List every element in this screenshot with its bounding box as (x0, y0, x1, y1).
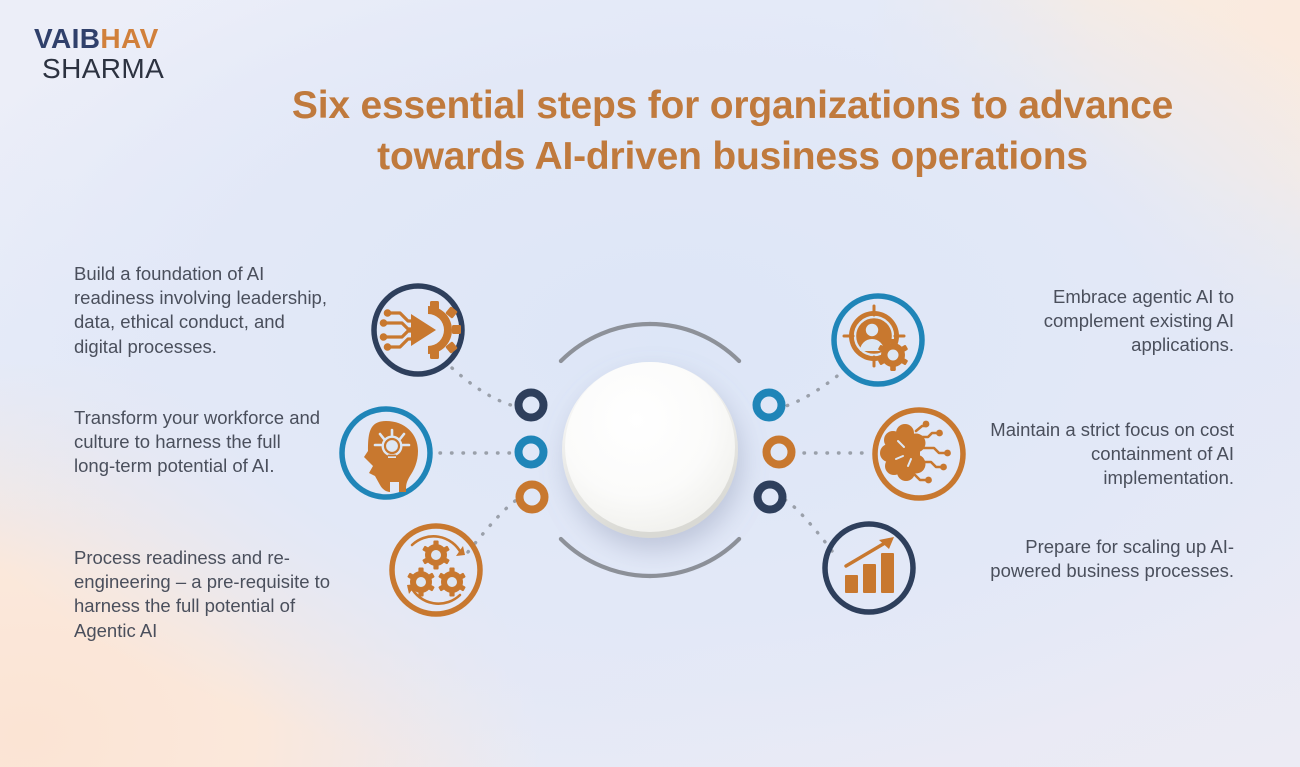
gears-cycle-icon (407, 535, 466, 605)
node-step-4 (752, 388, 786, 422)
node-step-6 (753, 480, 787, 514)
logo-text-vaib: VAIB (34, 23, 101, 54)
page-title-line-1: Six essential steps for organizations to… (291, 84, 1174, 127)
connector-step-3 (466, 497, 520, 554)
head-lightbulb-icon (364, 421, 418, 492)
growth-bar-chart-icon (844, 537, 894, 593)
caption-step-4: Embrace agentic AI to complement existin… (1043, 286, 1234, 356)
caption-step-5: Maintain a strict focus on cost containm… (990, 419, 1234, 489)
node-step-3 (515, 480, 549, 514)
icon-circle-step-1[interactable] (371, 283, 465, 377)
icon-circle-step-3[interactable] (389, 523, 483, 617)
caption-step-2: Transform your workforce and culture to … (74, 407, 321, 477)
center-hub (562, 362, 738, 538)
logo-text-hav: HAV (100, 23, 159, 54)
icon-circle-step-4[interactable] (831, 293, 925, 387)
node-step-1 (514, 388, 548, 422)
caption-step-1: Build a foundation of AI readiness invol… (74, 263, 327, 357)
icon-circle-step-6[interactable] (822, 521, 916, 615)
circuit-gear-icon (379, 301, 461, 359)
connector-step-1 (450, 366, 516, 408)
logo-line-one: VAIBHAV (34, 23, 159, 54)
brand-logo: VAIBHAV SHARMA (34, 24, 164, 83)
logo-text-sharma: SHARMA (42, 52, 165, 84)
target-person-gear-icon (842, 304, 908, 371)
caption-step-3: Process readiness and re-engineering – a… (74, 547, 331, 641)
icon-circle-step-2[interactable] (339, 406, 433, 500)
connector-step-4 (784, 367, 848, 408)
brain-circuit-icon (880, 420, 951, 484)
page-title-line-2: towards AI-driven business operations (377, 135, 1088, 179)
page-title: Six essential steps for organizations to… (215, 80, 1250, 183)
outer-orbit-ring (558, 321, 742, 579)
orbit-nodes (514, 388, 796, 514)
node-step-2 (514, 435, 548, 469)
node-step-5 (762, 435, 796, 469)
icon-circle-step-5[interactable] (872, 407, 966, 501)
connector-step-6 (782, 497, 834, 553)
caption-step-6: Prepare for scaling up AI-powered busine… (990, 536, 1234, 582)
